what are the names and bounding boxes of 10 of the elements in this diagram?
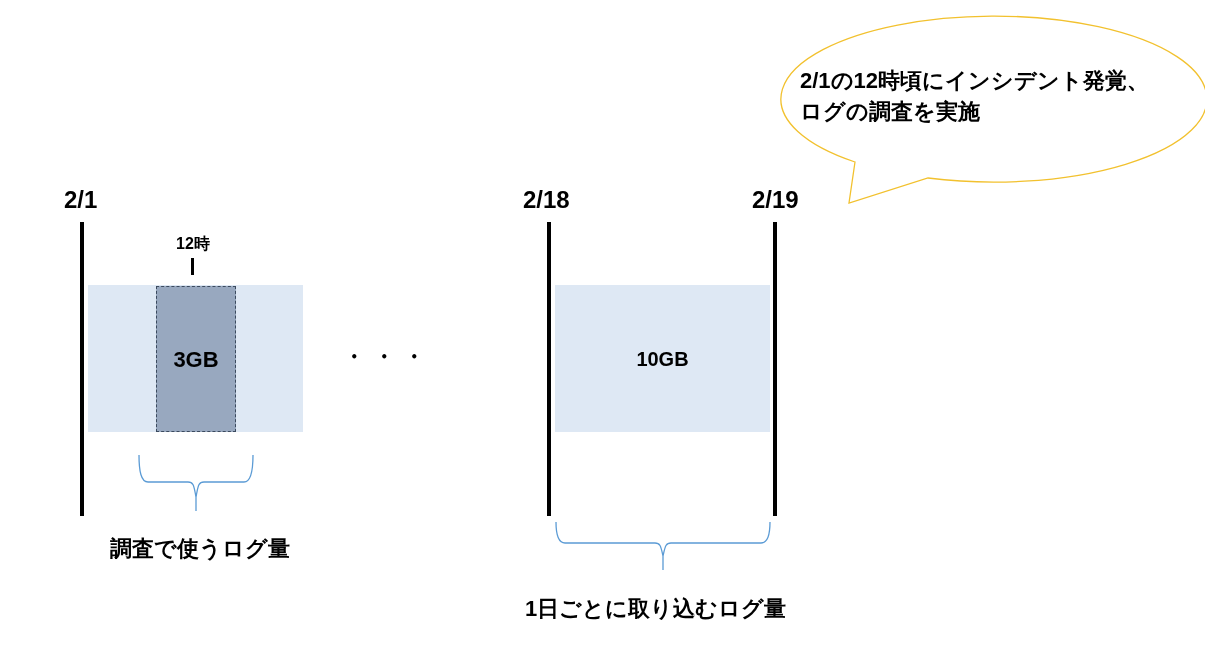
log-band: [88, 285, 303, 432]
log-band: 10GB: [555, 285, 770, 432]
caption-text: 1日ごとに取り込むログ量: [525, 595, 787, 623]
time-label: 12時: [176, 234, 210, 254]
date-label: 2/19: [752, 185, 799, 215]
log-block: 3GB: [156, 286, 236, 432]
caption-text: 調査で使うログ量: [110, 535, 290, 563]
ellipsis-text: ・・・: [343, 343, 433, 371]
date-label: 2/18: [523, 185, 570, 215]
date-label: 2/1: [64, 185, 98, 215]
